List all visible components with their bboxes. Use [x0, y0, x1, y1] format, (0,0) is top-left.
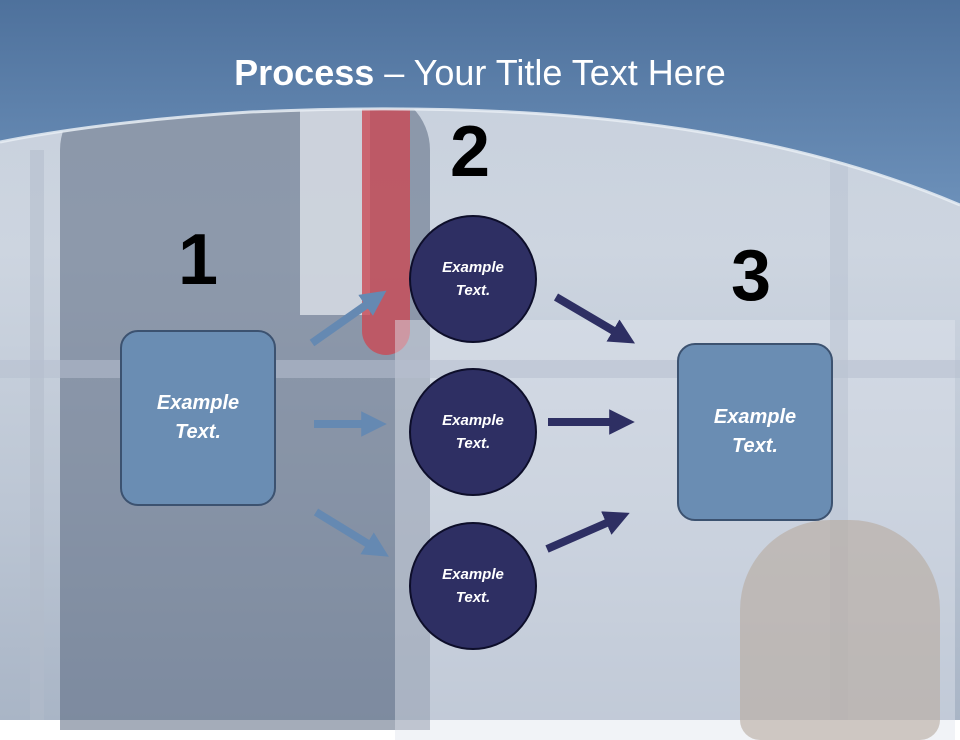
arrow-box1-to-circle-bottom [313, 508, 389, 557]
step-number-1: 1 [178, 220, 219, 300]
step-1-box: Example Text. [120, 330, 276, 506]
arrow-box1-to-circle-top [309, 290, 387, 347]
slide-title-bold: Process [234, 52, 375, 93]
step-2-circle-top-label: Example Text. [442, 259, 504, 299]
step-2-circle-middle: Example Text. [409, 368, 537, 496]
step-2-circle-top: Example Text. [409, 215, 537, 343]
step-3-box: Example Text. [677, 343, 833, 521]
background-speaker-shirt [300, 95, 370, 315]
step-1-label: Example Text. [156, 392, 240, 443]
step-3-label: Example Text. [713, 406, 797, 457]
step-2-circle-bottom-label: Example Text. [442, 566, 504, 606]
header-band [0, 0, 960, 207]
step-number-3: 3 [731, 236, 772, 316]
background-scaffold [30, 150, 44, 720]
background-face [740, 520, 940, 740]
slide-title: Process – Your Title Text Here [0, 52, 960, 94]
arrow-circle-bottom-to-box3 [545, 511, 630, 553]
step-number-2: 2 [450, 112, 491, 192]
slide-title-rest: – Your Title Text Here [374, 52, 726, 93]
step-2-circle-bottom: Example Text. [409, 522, 537, 650]
step-2-circle-middle-label: Example Text. [442, 412, 504, 452]
process-arrows [309, 290, 636, 557]
arrow-circle-top-to-box3 [553, 293, 636, 344]
